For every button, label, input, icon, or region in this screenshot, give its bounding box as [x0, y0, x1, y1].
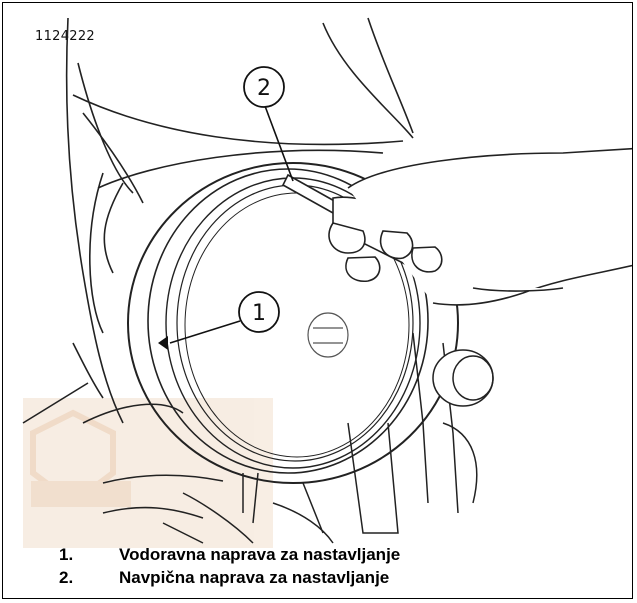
legend-text: Navpična naprava za nastavljanje: [119, 568, 389, 588]
callout-2-label: 2: [257, 76, 271, 101]
legend-text: Vodoravna naprava za nastavljanje: [119, 545, 400, 565]
lens-emblem: [308, 313, 348, 357]
headlamp-adjustment-illustration: 2 1: [3, 3, 633, 599]
legend: 1. Vodoravna naprava za nastavljanje 2. …: [59, 545, 619, 591]
legend-item: 1. Vodoravna naprava za nastavljanje: [59, 545, 619, 568]
callout-1-label: 1: [252, 301, 266, 326]
callout-1: 1: [170, 292, 279, 343]
legend-number: 2.: [59, 568, 119, 588]
legend-item: 2. Navpična naprava za nastavljanje: [59, 568, 619, 591]
legend-number: 1.: [59, 545, 119, 565]
horizontal-adjuster-marker: [158, 336, 168, 350]
